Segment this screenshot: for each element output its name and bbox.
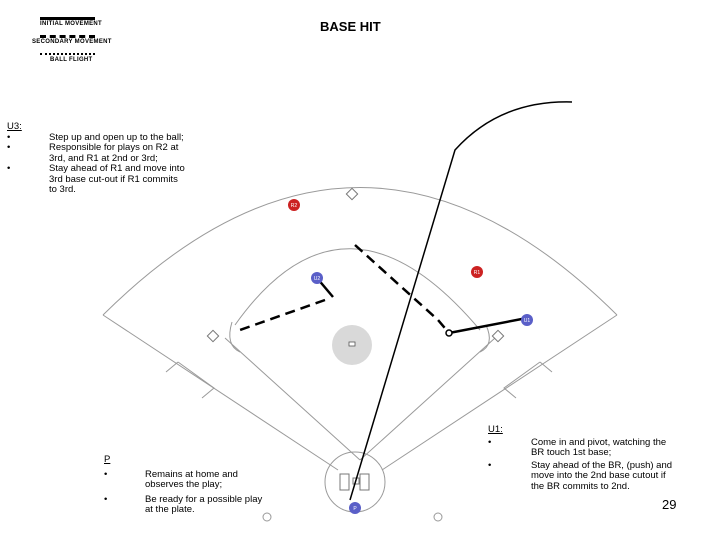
ball-flight-line (349, 101, 573, 501)
legend-secondary-label: SECONDARY MOVEMENT (32, 39, 112, 45)
first-cutout (479, 324, 490, 353)
u1-initial-movement (448, 316, 528, 335)
u1-notes-heading: U1: (488, 424, 503, 435)
runner-r2-marker: R2 (288, 199, 300, 211)
u1-note-item: •Stay ahead of the BR, (push) and move i… (488, 459, 673, 492)
u3-notes-list: •Step up and open up to the ball; •Respo… (7, 131, 187, 196)
legend-ball-label: BALL FLIGHT (50, 57, 93, 63)
u1-notes-list: •Come in and pivot, watching the BR touc… (488, 436, 673, 493)
first-base (491, 329, 505, 343)
p-note-item: •Be ready for a possible play at the pla… (104, 493, 263, 515)
p-notes-heading: P (104, 454, 111, 465)
right-dugout (503, 361, 553, 399)
left-bench-marker (262, 512, 272, 522)
left-dugout (165, 361, 215, 399)
u1-pivot-point (445, 329, 453, 337)
umpire-u2-marker: U2 (311, 272, 323, 284)
left-foul-line (102, 314, 339, 471)
u1-note-item: •Come in and pivot, watching the BR touc… (488, 436, 667, 458)
second-base (345, 187, 359, 201)
u3-note-item: •Step up and open up to the ball; (7, 131, 184, 143)
runner-r2-label: R2 (291, 203, 298, 209)
u3-note-item: •Stay ahead of R1 and move into 3rd base… (7, 163, 185, 195)
legend-secondary-swatch (40, 35, 95, 38)
p-notes: P •Remains at home and observes the play… (104, 454, 264, 516)
third-base (206, 329, 220, 343)
umpire-u1-marker: U1 (521, 314, 533, 326)
base-path-first (359, 337, 496, 461)
u2-secondary-movement (239, 298, 326, 332)
umpire-u1-label: U1 (524, 318, 531, 324)
u3-notes-heading: U3: (7, 121, 22, 132)
u1-notes: U1: •Come in and pivot, watching the BR … (488, 424, 673, 493)
plate-umpire-label: P (353, 506, 357, 512)
right-foul-line (381, 314, 618, 471)
u3-notes: U3: •Step up and open up to the ball; •R… (7, 121, 187, 196)
legend-ball-swatch (40, 53, 95, 55)
u3-note-item: •Responsible for plays on R2 at 3rd, and… (7, 142, 179, 164)
u1-secondary-movement (354, 244, 450, 334)
outfield-fence (102, 187, 618, 316)
runner-r1-label: R1 (474, 270, 481, 276)
third-cutout (229, 321, 241, 353)
p-notes-list: •Remains at home and observes the play; … (104, 468, 264, 516)
infield-arc (234, 248, 481, 331)
umpire-u2-label: U2 (314, 276, 321, 282)
pitchers-rubber (348, 341, 356, 347)
page-number: 29 (662, 497, 677, 512)
plate-umpire-marker: P (349, 502, 361, 514)
page-title: BASE HIT (320, 19, 381, 34)
p-note-item: •Remains at home and observes the play; (104, 468, 238, 490)
right-batters-box (359, 473, 370, 491)
base-path-third (224, 337, 361, 461)
left-batters-box (339, 473, 350, 491)
legend-initial-label: INITIAL MOVEMENT (40, 21, 103, 27)
runner-r1-marker: R1 (471, 266, 483, 278)
legend-initial-swatch (40, 17, 95, 20)
right-bench-marker (433, 512, 443, 522)
